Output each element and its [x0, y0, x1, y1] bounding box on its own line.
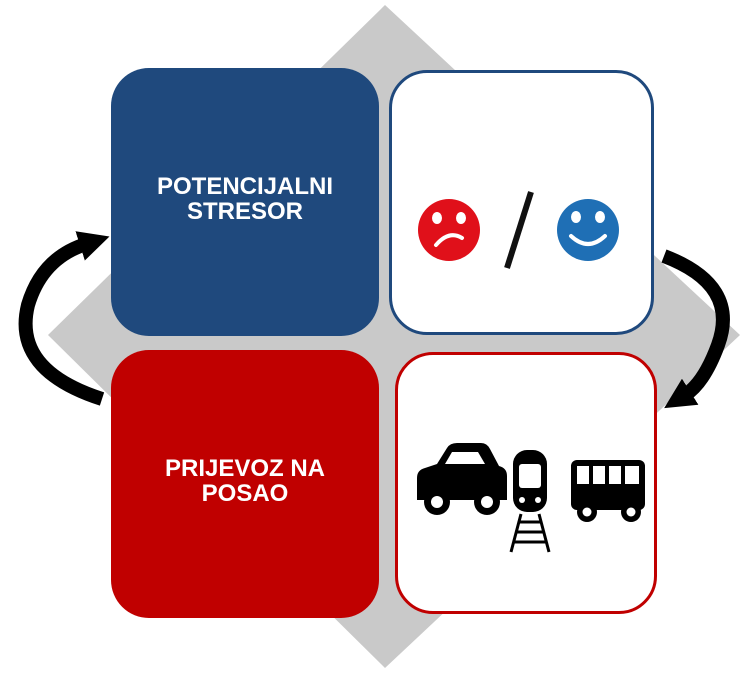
car-icon — [417, 443, 507, 515]
mood-icons — [418, 191, 619, 269]
slash-divider — [504, 191, 534, 269]
transport-icons — [417, 443, 645, 553]
sad-face-icon — [418, 199, 480, 261]
train-icon — [509, 450, 551, 553]
commute-box: PRIJEVOZ NA POSAO — [111, 350, 379, 618]
happy-face-icon — [557, 199, 619, 261]
mood-box — [389, 70, 654, 335]
commute-label: PRIJEVOZ NA POSAO — [164, 455, 326, 507]
bus-icon — [571, 460, 645, 522]
potential-stressor-box: POTENCIJALNI STRESOR — [111, 68, 379, 336]
potential-stressor-label: POTENCIJALNI STRESOR — [156, 173, 333, 225]
